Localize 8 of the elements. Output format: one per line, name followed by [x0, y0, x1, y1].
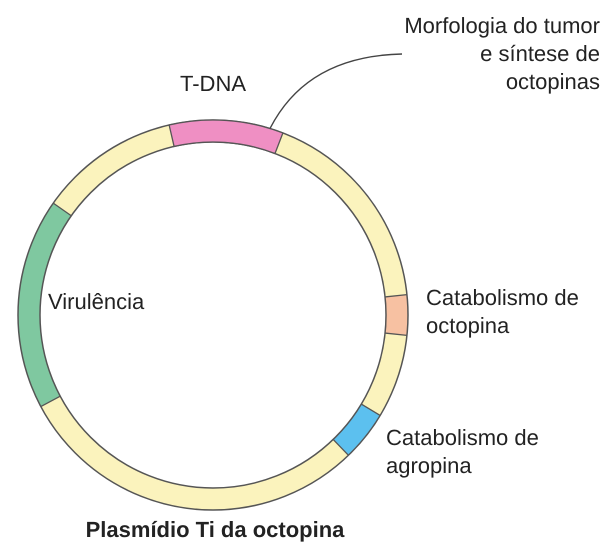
annotation-text: Morfologia do tumor e síntese de octopinas [404, 12, 600, 96]
ring-segment [168, 119, 284, 154]
region-label: T-DNA [180, 70, 247, 98]
caption: Plasmídio Ti da octopina [84, 516, 346, 544]
region-label: Catabolismo de octopina [426, 284, 580, 340]
leader-line [269, 53, 402, 129]
region-label: Virulência [48, 288, 146, 316]
region-label: Catabolismo de agropina [386, 424, 540, 480]
